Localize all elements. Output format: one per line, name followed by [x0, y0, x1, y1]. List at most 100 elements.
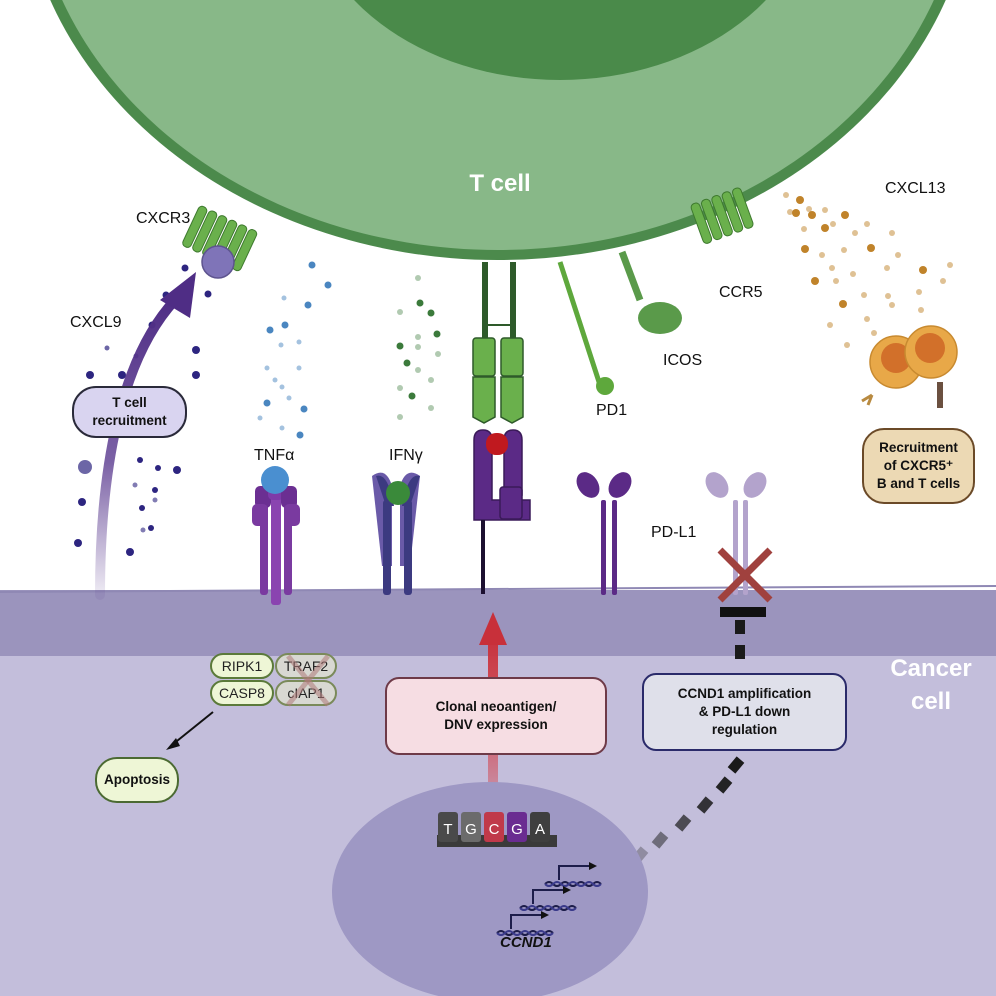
cxcl13-dot	[839, 300, 847, 308]
cxcl13-dot	[796, 196, 804, 204]
tnfa-dot	[296, 431, 304, 439]
cxcl9-dot	[132, 482, 138, 488]
recruitment-arrowhead	[160, 272, 196, 318]
pd1-label: PD1	[596, 402, 628, 419]
ifng-cytokine-dots	[396, 275, 441, 420]
pdl1-label: PD-L1	[651, 524, 697, 541]
cxcl13-dot	[811, 277, 819, 285]
dash-segment	[715, 776, 733, 794]
cancer-cell-label-line2: cell	[910, 688, 952, 715]
cxcl13-dot	[801, 245, 809, 253]
ifng-dot	[428, 377, 434, 383]
cxcl9-dot	[140, 527, 146, 533]
cxcl9-dot	[192, 346, 200, 354]
ccnd1-gene-label: CCND1	[500, 934, 552, 951]
cxcl13-dot	[819, 252, 825, 258]
cxcl13-dot	[827, 322, 833, 328]
traf2-ciap1-crossed-out-icon	[286, 654, 330, 707]
dash-segment	[651, 831, 669, 849]
ifng-dot	[397, 385, 403, 391]
cxcl13-dot	[947, 262, 953, 268]
cxcl13-dot	[844, 342, 850, 348]
dna-base-letter: T	[443, 821, 452, 838]
cxcl13-dot	[889, 230, 895, 236]
tnfa-dot	[286, 395, 292, 401]
cxcl13-dot	[864, 316, 870, 322]
cxcl9-dot	[192, 371, 200, 379]
pd1-receptor	[557, 261, 614, 395]
cxcl9-dot	[137, 457, 143, 463]
cxcl13-dot	[884, 265, 890, 271]
ifng-dot	[396, 342, 404, 350]
ccnd1-amplification-line2: & PD-L1 down	[698, 703, 791, 719]
tnfa-dot	[296, 365, 302, 371]
cxcl9-dot	[78, 460, 92, 474]
cxcl9-dot	[78, 498, 86, 506]
tnfa-dot	[300, 405, 308, 413]
cxcl13-dot	[918, 307, 924, 313]
cxcl13-dot	[830, 221, 836, 227]
cxcl13-dot	[783, 192, 789, 198]
tnfa-dot	[296, 339, 302, 345]
t-cell-recruitment-box: T cell recruitment	[72, 386, 187, 438]
dash-segment	[674, 814, 692, 832]
cxcl13-dot	[787, 209, 793, 215]
ripk1-pill: RIPK1	[210, 653, 274, 679]
cxcl13-dot	[850, 271, 856, 277]
dna-base-block	[530, 812, 550, 842]
tnfa-cytokine-dots	[257, 261, 332, 439]
cxcl13-dot	[792, 209, 800, 217]
ifng-dot	[416, 299, 424, 307]
ifng-dot	[397, 414, 403, 420]
cxcl9-dot	[173, 466, 181, 474]
clonal-neoantigen-line2: DNV expression	[444, 717, 548, 732]
cxcl9-dot	[74, 539, 82, 547]
tnfa-dot	[278, 342, 284, 348]
dash-segment	[727, 756, 745, 774]
ifng-dot	[415, 344, 421, 350]
apoptosis-box: Apoptosis	[95, 757, 179, 803]
ifng-dot	[415, 275, 421, 281]
membrane-top-edge	[0, 585, 996, 593]
clonal-neoantigen-line1: Clonal neoantigen/	[435, 698, 557, 714]
cancer-nucleus	[332, 782, 648, 996]
tnfa-dot	[272, 377, 278, 383]
tnfa-dot	[304, 301, 312, 309]
cxcl13-dot	[808, 211, 816, 219]
ifng-dot	[408, 392, 416, 400]
cxcl9-dot	[155, 465, 161, 471]
t-cell-recruitment-line2: recruitment	[92, 413, 167, 428]
casp8-pill: CASP8	[210, 680, 274, 706]
tnf-receptor	[252, 466, 300, 605]
cxcl9-dot	[118, 371, 126, 379]
ccnd1-amplification-line3: regulation	[711, 722, 778, 738]
dna-base-letter: G	[511, 821, 523, 838]
cxcl13-dot	[940, 278, 946, 284]
dash-segment	[735, 620, 745, 634]
cxcl13-dot	[841, 247, 847, 253]
cxcl9-ligand-bound	[201, 245, 235, 279]
icos-receptor	[618, 250, 682, 334]
cancer-cell-label-line1: Cancer	[890, 655, 972, 682]
tnfa-dot	[308, 261, 316, 269]
apoptosis-arrowhead	[166, 738, 180, 750]
pdl1-receptor	[576, 472, 632, 595]
ifng-dot	[428, 405, 434, 411]
ccr5-label: CCR5	[719, 284, 763, 301]
ifng-dot	[433, 330, 441, 338]
cxcl13-dot	[889, 302, 895, 308]
t-cell-recruitment-arrow	[95, 295, 180, 600]
tnfa-dot	[264, 365, 270, 371]
cxcl13-dot	[852, 230, 858, 236]
tnfa-dot	[263, 399, 271, 407]
tnfa-dot	[266, 326, 274, 334]
cxcl9-dot	[104, 345, 110, 351]
cxcl13-label: CXCL13	[885, 180, 946, 197]
apoptosis-arrow	[171, 711, 214, 746]
cxcl13-dot	[864, 221, 870, 227]
cxcl13-dot	[895, 252, 901, 258]
cxcl13-dot	[822, 207, 828, 213]
dna-base-letter: G	[465, 821, 477, 838]
